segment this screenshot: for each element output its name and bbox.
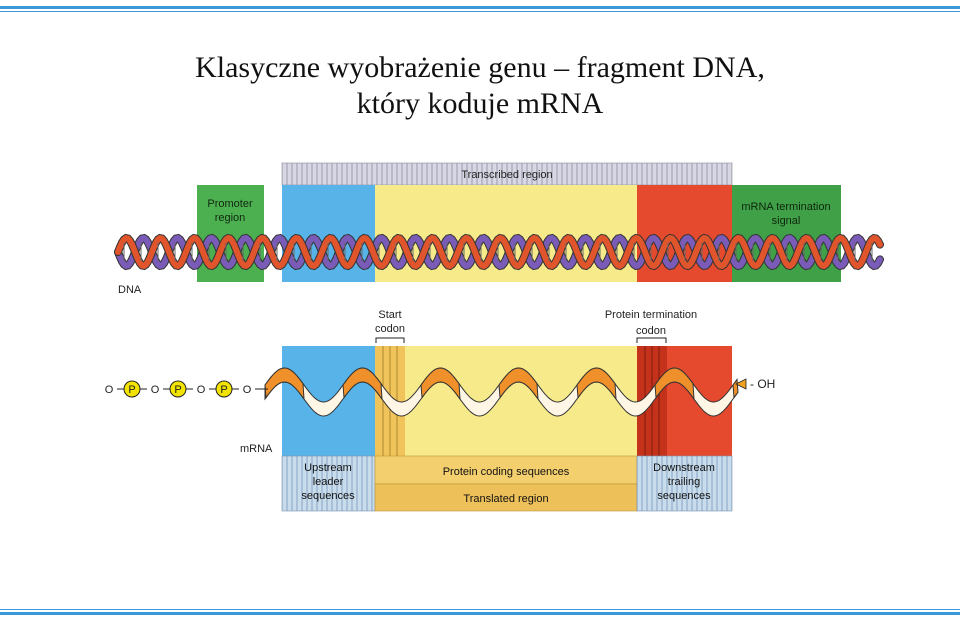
mrna-strand-label: mRNA bbox=[240, 443, 273, 455]
phosphate-label: P bbox=[128, 384, 135, 396]
mrna-ribbon-fold bbox=[420, 367, 461, 401]
stop-codon-bracket bbox=[636, 337, 667, 343]
phosphate-label: P bbox=[220, 384, 227, 396]
upstream-leader-box bbox=[281, 455, 376, 512]
mrna-ribbon bbox=[264, 367, 739, 417]
top-rule bbox=[0, 6, 960, 9]
oxygen-label: O bbox=[151, 384, 160, 396]
termination-label-line1: mRNA termination bbox=[741, 201, 830, 213]
three-prime-tail bbox=[735, 378, 747, 390]
mrna-ribbon-fold bbox=[342, 367, 383, 401]
title-line-1: Klasyczne wyobrażenie genu – fragment DN… bbox=[195, 51, 765, 84]
mrna-ribbon-fold bbox=[264, 367, 305, 401]
downstream-label-line2: trailing bbox=[668, 476, 700, 488]
mrna-section: Start codon Protein termination codon O P… bbox=[105, 309, 775, 512]
dna-double-helix bbox=[114, 233, 884, 271]
start-codon-label-line1: Start bbox=[378, 309, 401, 321]
translated-region-bar bbox=[374, 483, 638, 512]
oxygen-label: O bbox=[197, 384, 206, 396]
phosphate-label: P bbox=[174, 384, 181, 396]
stop-codon-label-line1: Protein termination bbox=[605, 309, 697, 321]
downstream-label-line3: sequences bbox=[657, 490, 711, 502]
promoter-label-line2: region bbox=[215, 212, 246, 224]
upstream-label-line1: Upstream bbox=[304, 462, 352, 474]
translated-region-label: Translated region bbox=[463, 493, 548, 505]
bottom-rule-thin bbox=[0, 609, 960, 610]
oxygen-label: O bbox=[243, 384, 252, 396]
upstream-label-line2: leader bbox=[313, 476, 344, 488]
downstream-trailing-box bbox=[636, 455, 733, 512]
mrna-ribbon-fold bbox=[498, 367, 539, 401]
downstream-label-line1: Downstream bbox=[653, 462, 715, 474]
start-codon-bracket bbox=[375, 337, 405, 343]
dna-strand-front bbox=[115, 234, 883, 270]
dna-strand-label: DNA bbox=[118, 284, 142, 296]
transcribed-region-label: Transcribed region bbox=[461, 169, 552, 181]
slide-title: Klasyczne wyobrażenie genu – fragment DN… bbox=[0, 50, 960, 122]
promoter-label-line1: Promoter bbox=[207, 198, 253, 210]
termination-label-line2: signal bbox=[772, 215, 801, 227]
dna-section: Transcribed region Promoter region mRNA … bbox=[114, 162, 884, 296]
oxygen-label: O bbox=[105, 384, 114, 396]
upstream-label-line3: sequences bbox=[301, 490, 355, 502]
protein-coding-label: Protein coding sequences bbox=[443, 466, 570, 478]
top-rule-thin bbox=[0, 11, 960, 12]
dna-strand-back bbox=[115, 234, 883, 270]
mrna-ribbon-fold bbox=[576, 367, 617, 401]
title-line-2: który koduje mRNA bbox=[356, 87, 604, 120]
bottom-rule bbox=[0, 612, 960, 615]
stop-codon-label-line2: codon bbox=[636, 325, 666, 337]
mrna-ribbon-fold bbox=[654, 367, 695, 401]
mrna-ribbon-fold bbox=[732, 378, 739, 399]
protein-coding-bar bbox=[374, 455, 638, 485]
start-codon-label-line2: codon bbox=[375, 323, 405, 335]
three-prime-oh-label: - OH bbox=[750, 377, 775, 391]
